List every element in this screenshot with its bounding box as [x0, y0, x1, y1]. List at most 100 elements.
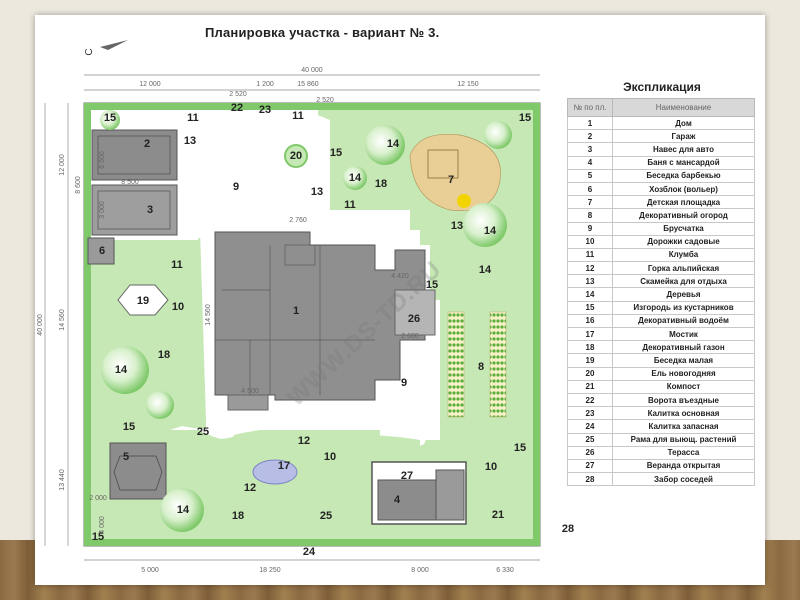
legend-row-name: Дом: [612, 115, 755, 131]
car-canopy: [91, 184, 178, 236]
legend-row-name: Гараж: [612, 129, 755, 144]
legend-row-number: 28: [567, 472, 613, 487]
legend-row-number: 6: [567, 181, 613, 197]
legend-row-number: 14: [567, 287, 613, 302]
legend-row-number: 4: [567, 155, 613, 170]
legend-row-name: Декоративный газон: [612, 340, 755, 355]
legend-row-name: Изгородь из кустарников: [612, 300, 755, 315]
legend-header-row: № по пл. Наименование: [567, 98, 755, 117]
legend-row-number: 20: [567, 366, 613, 381]
terrace: [394, 289, 436, 336]
legend-row-number: 8: [567, 208, 613, 223]
legend-row-number: 23: [567, 406, 613, 421]
legend-row-name: Брусчатка: [612, 221, 755, 236]
legend-row-name: Клумба: [612, 247, 755, 263]
legend-row-name: Компост: [612, 379, 755, 394]
legend-row-name: Навес для авто: [612, 142, 755, 157]
legend-row-name: Калитка запасная: [612, 419, 755, 434]
legend-col-num: № по пл.: [567, 98, 613, 117]
legend-row-name: Ель новогодняя: [612, 366, 755, 381]
legend-row-name: Рама для выющ. растений: [612, 432, 755, 447]
legend-row-name: Дорожки садовые: [612, 234, 755, 249]
legend-row-number: 22: [567, 392, 613, 408]
legend-row-number: 2: [567, 129, 613, 144]
legend-row-name: Декоративный огород: [612, 208, 755, 223]
vegetable-beds: [447, 311, 507, 418]
legend-col-name: Наименование: [612, 98, 755, 117]
legend-row-name: Беседка малая: [612, 353, 755, 368]
legend-row-number: 12: [567, 261, 613, 276]
legend-row-name: Баня с мансардой: [612, 155, 755, 170]
small-gazebo: [117, 284, 169, 316]
legend-row-number: 17: [567, 326, 613, 342]
legend-row-number: 18: [567, 340, 613, 355]
dimension-lines: [44, 74, 540, 561]
legend-row-name: Скамейка для отдыха: [612, 274, 755, 289]
legend-row-name: Беседка барбекью: [612, 168, 755, 183]
utility-shed: [87, 237, 115, 265]
legend-row-name: Терасса: [612, 445, 755, 460]
page-title: Планировка участка - вариант № 3.: [205, 25, 440, 40]
legend-row-name: Горка альпийская: [612, 261, 755, 276]
legend-row-number: 15: [567, 300, 613, 315]
pond: [252, 459, 298, 485]
legend-row-name: Забор соседей: [612, 472, 755, 487]
legend-row-number: 26: [567, 445, 613, 460]
legend-row-name: Мостик: [612, 326, 755, 342]
legend-row-number: 25: [567, 432, 613, 447]
legend-row-number: 9: [567, 221, 613, 236]
legend-row-number: 3: [567, 142, 613, 157]
legend-row-number: 1: [567, 115, 613, 131]
playground: [409, 133, 501, 211]
hedges: [84, 103, 540, 546]
garage: [91, 129, 178, 181]
north-arrow-icon: [100, 40, 128, 50]
house-interior: [215, 244, 375, 395]
open-veranda: [435, 469, 465, 521]
porch-steps: [227, 394, 269, 411]
legend-row-name: Деревья: [612, 287, 755, 302]
legend-row-name: Калитка основная: [612, 406, 755, 421]
legend-row-number: 27: [567, 458, 613, 474]
legend-row-number: 19: [567, 353, 613, 368]
legend-row-name: Детская площадка: [612, 195, 755, 210]
legend-row-number: 21: [567, 379, 613, 394]
bbq-gazebo: [109, 442, 167, 500]
trees: [100, 110, 512, 532]
legend-row-number: 24: [567, 419, 613, 434]
fir-tree-bed: [284, 144, 308, 168]
legend-row-number: 13: [567, 274, 613, 289]
legend-row-name: Декоративный водоём: [612, 313, 755, 329]
left-lawn: [91, 250, 200, 430]
